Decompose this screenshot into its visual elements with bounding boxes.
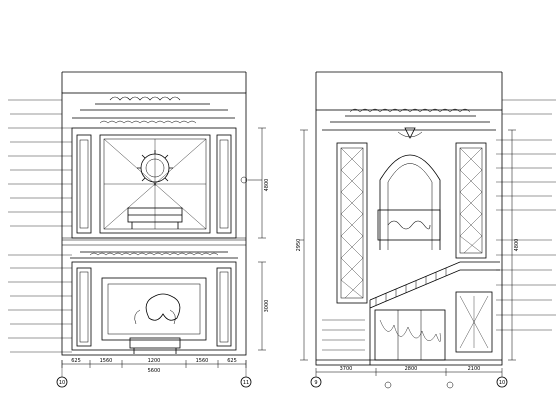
left-pilaster-left	[76, 134, 92, 234]
right-bottom-dimension-line	[315, 368, 503, 376]
left-ceiling-outline	[61, 71, 247, 93]
arched-mirror	[379, 154, 441, 250]
right-lattice-panel-left	[336, 142, 368, 304]
left-axis-marker-end: 11	[243, 380, 249, 386]
left-total-width-label: 5600	[148, 368, 161, 374]
right-height-label: 2950	[296, 239, 302, 252]
left-lower-panel	[71, 261, 237, 351]
right-axis-marker-start: 9	[314, 380, 317, 386]
right-ceiling-outline	[315, 71, 503, 110]
right-carved-console	[377, 209, 441, 241]
left-dim-label: 625	[71, 358, 81, 364]
right-under-stair-panel	[374, 309, 446, 361]
chandelier-icon	[397, 127, 423, 139]
right-axis-marker-end: 10	[499, 380, 505, 386]
left-elevation	[8, 71, 266, 388]
flower-ornament-icon	[134, 293, 181, 325]
right-height-label: 4800	[514, 239, 520, 252]
left-lower-pilaster-left	[76, 267, 92, 347]
right-dim-label: 2100	[468, 366, 481, 372]
left-dim-label: 1560	[100, 358, 113, 364]
left-lattice-panel	[99, 134, 211, 234]
left-dim-label: 1560	[196, 358, 209, 364]
left-dim-label: 625	[227, 358, 237, 364]
left-crown-molding	[72, 103, 235, 119]
left-height-label: 3000	[264, 300, 270, 313]
left-axis-marker-start: 10	[59, 380, 65, 386]
left-bottom-dimension-line	[61, 237, 247, 368]
left-framed-painting	[101, 277, 207, 341]
left-height-label: 4800	[264, 179, 270, 192]
right-dim-label: 2800	[405, 366, 418, 372]
staircase-rail	[369, 261, 500, 365]
right-elevation	[300, 71, 556, 389]
left-dim-label: 1200	[148, 358, 161, 364]
right-lattice-panel-right	[455, 142, 487, 259]
right-left-dimension-line	[300, 129, 308, 361]
left-lower-pilaster-right	[216, 267, 232, 347]
right-wall-frame	[315, 109, 503, 366]
left-lower-console	[129, 337, 181, 349]
sunburst-mirror-icon	[137, 150, 173, 186]
left-wall-frame	[61, 92, 247, 356]
left-pilaster-right	[216, 134, 232, 234]
right-dim-label: 3700	[340, 366, 353, 372]
left-side-dimension-line	[258, 127, 266, 351]
right-lower-lattice	[455, 291, 493, 353]
